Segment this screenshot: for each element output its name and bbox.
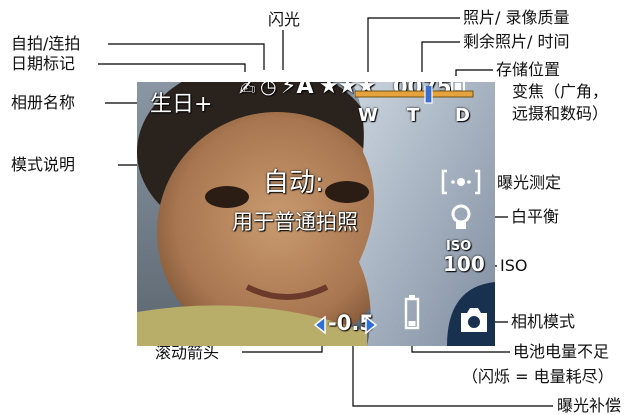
zoom-bar (355, 86, 474, 104)
label-zoom-line2: 远摄和数码） (512, 104, 609, 123)
leader-self-timer (108, 43, 265, 70)
battery-low-icon (404, 295, 420, 330)
photo-background (137, 82, 495, 346)
mode-subtitle: 用于普通拍照 (232, 210, 358, 234)
label-battery-low-note: （闪烁 = 电量耗尽） (462, 367, 614, 386)
blanket (352, 82, 495, 346)
label-mode-description: 模式说明 (11, 155, 76, 174)
label-pictures-remaining: 剩余照片/ 时间 (463, 32, 570, 51)
leader-date-stamp (98, 63, 246, 72)
eye-left (205, 186, 249, 208)
label-zoom-line1: 变焦（广角， (512, 82, 609, 101)
leader-quality (367, 17, 460, 72)
label-self-timer-burst: 自拍/连拍 (11, 34, 81, 53)
label-white-balance: 白平衡 (511, 207, 560, 226)
label-quality: 照片/ 录像质量 (463, 8, 570, 27)
label-iso: ISO (500, 256, 528, 275)
label-date-stamp: 日期标记 (11, 54, 76, 73)
zoom-label-digital: D (455, 105, 470, 126)
right-arrow-icon[interactable] (364, 315, 378, 335)
left-arrow-icon[interactable] (313, 315, 327, 335)
iso-label: ISO (446, 239, 472, 254)
mode-title: 自动: (263, 168, 324, 198)
self-timer-icon: ◷ (260, 82, 277, 98)
label-camera-mode: 相机模式 (511, 312, 576, 331)
shirt (137, 305, 367, 346)
iso-value: 100 (443, 252, 485, 276)
exposure-compensation-value: -0.5 (328, 311, 374, 335)
label-album-name: 相册名称 (11, 93, 76, 112)
label-battery-low: 电池电量不足 (513, 342, 610, 361)
zoom-position-marker (424, 86, 433, 104)
auto-white-balance-bulb-icon (451, 204, 471, 229)
leader-pictures-remaining (421, 41, 460, 72)
date-stamp-icon: ✍ (239, 82, 256, 100)
label-storage-location: 存储位置 (496, 60, 561, 79)
label-exposure-compensation: 曝光补偿 (557, 396, 622, 415)
eye-right (325, 181, 369, 203)
album-name: 生日+ (150, 92, 213, 117)
child-face (157, 112, 397, 346)
center-metering-icon (441, 169, 481, 195)
mouth (245, 284, 329, 300)
label-flash: 闪光 (268, 10, 301, 29)
camera-icon (461, 308, 487, 332)
zoom-label-tele: T (407, 105, 420, 126)
leader-storage (455, 69, 493, 76)
label-scroll-arrows: 滚动箭头 (155, 343, 220, 362)
zoom-track (355, 90, 474, 98)
leader-exposure-comp (352, 346, 553, 407)
label-exposure-metering: 曝光测定 (497, 173, 562, 192)
zoom-label-wide: W (358, 105, 378, 126)
flash-setting: ⚡A (281, 82, 314, 99)
camera-lcd-screen: ✍ ◷ ⚡A ★★★ 0075 W T D 生日+ 自动: 用于普通拍照 ISO… (137, 82, 495, 346)
